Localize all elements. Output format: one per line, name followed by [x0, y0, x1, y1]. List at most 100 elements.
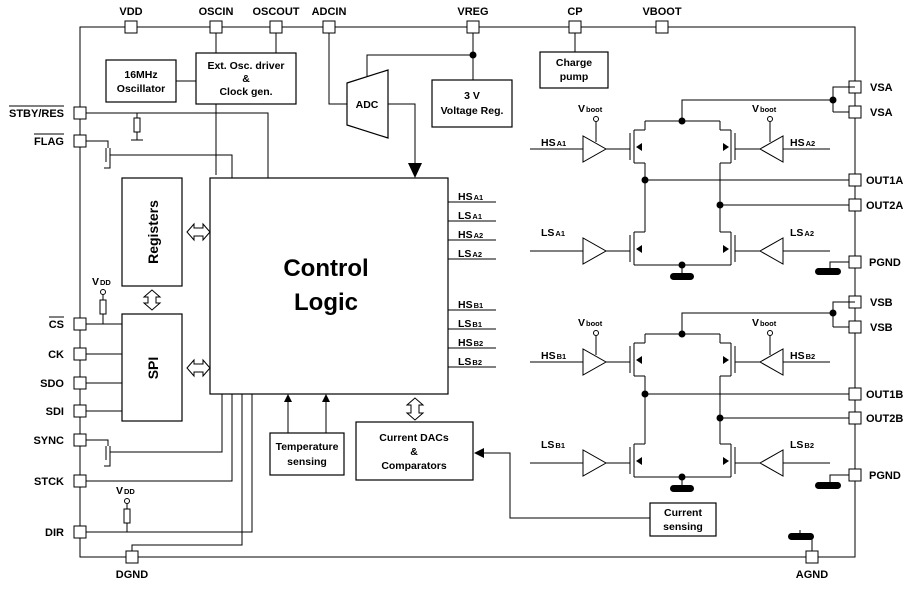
logic-out-hs-b2: HSB2: [458, 337, 483, 349]
current-dac-label-1: Current DACs: [379, 432, 449, 444]
logic-out-ls-a1: LSA1: [458, 210, 482, 222]
current-dac-block: Current DACs & Comparators: [355, 421, 474, 481]
pin-sdi: SDI: [46, 404, 87, 418]
wire-vreg-adc: [366, 54, 473, 76]
arrow-reg-spi: [142, 289, 162, 311]
pin-pad-dgnd: [125, 550, 139, 564]
vboot-label-b2: Vboot: [752, 317, 777, 329]
registers-box: [121, 177, 183, 287]
pin-pad-out1a: [848, 173, 862, 187]
adc-block: ADC: [346, 69, 389, 139]
arrow-spi-logic: [186, 358, 211, 378]
ext-osc-label-1: Ext. Osc. driver: [207, 60, 284, 72]
pin-label-oscin: OSCIN: [199, 6, 234, 18]
registers-label: Registers: [145, 200, 161, 264]
pin-oscin: OSCIN: [199, 6, 234, 34]
temperature-label-1: Temperature: [276, 441, 339, 453]
pin-label-pgnd-2: PGND: [869, 470, 901, 482]
pin-pad-vsb-2: [848, 320, 862, 334]
pin-pad-out2b: [848, 411, 862, 425]
vdd-pullup-cs: VDD: [92, 276, 111, 324]
pin-label-flag: FLAG: [34, 136, 64, 148]
pin-pad-cs: [73, 317, 87, 331]
oscillator-block: 16MHz Oscillator: [105, 59, 177, 103]
temperature-label-2: sensing: [287, 456, 327, 468]
logic-out-ls-b2: LSB2: [458, 356, 482, 368]
voltage-reg-block: 3 V Voltage Reg.: [431, 79, 513, 128]
pin-label-agnd: AGND: [796, 569, 828, 581]
spi-block: SPI: [121, 313, 183, 422]
current-dac-box: [355, 421, 474, 481]
charge-pump-label-2: pump: [560, 71, 589, 83]
pin-vboot: VBOOT: [642, 6, 682, 34]
registers-block: Registers: [121, 177, 183, 287]
pin-pad-sync: [73, 433, 87, 447]
logic-out-ls-a2: LSA2: [458, 248, 482, 260]
current-dac-label-2: &: [410, 446, 418, 458]
pin-label-stck: STCK: [34, 476, 64, 488]
bridge-a-ls2: LSA2: [790, 227, 814, 239]
arrow-logic-dac: [405, 397, 425, 421]
pin-label-out1b: OUT1B: [866, 389, 903, 401]
pin-label-pgnd-1: PGND: [869, 257, 901, 269]
pin-pad-flag: [73, 134, 87, 148]
pin-vsb-1: VSB: [848, 295, 893, 309]
pin-out2b: OUT2B: [848, 411, 903, 425]
pin-out2a: OUT2A: [848, 198, 903, 212]
temperature-box: [269, 432, 345, 476]
oscillator-box: [105, 59, 177, 103]
pin-dgnd: DGND: [116, 550, 148, 581]
bridge-a: [530, 86, 855, 280]
pin-stck: STCK: [34, 474, 87, 488]
wire-adc-logic: [388, 103, 416, 165]
adc-label: ADC: [356, 99, 379, 111]
ext-osc-box: [195, 52, 297, 105]
pin-sync: SYNC: [33, 433, 87, 447]
oscillator-label-1: 16MHz: [124, 69, 157, 81]
pin-out1b: OUT1B: [848, 387, 903, 401]
pin-label-adcin: ADCIN: [312, 6, 347, 18]
pin-label-out2a: OUT2A: [866, 200, 903, 212]
ext-osc-block: Ext. Osc. driver & Clock gen.: [195, 52, 297, 105]
logic-out-hs-a2: HSA2: [458, 229, 483, 241]
pin-stby-res: STBY/RES: [9, 105, 87, 120]
pin-label-sdo: SDO: [40, 378, 64, 390]
ext-osc-label-2: &: [242, 73, 250, 85]
arrow-temp-2: [322, 394, 330, 402]
adc-shape: [346, 69, 389, 139]
charge-pump-block: Charge pump: [539, 51, 609, 89]
logic-out-hs-b1: HSB1: [458, 299, 483, 311]
pin-pad-sdi: [73, 404, 87, 418]
spi-box: [121, 313, 183, 422]
wire-adcin: [328, 33, 347, 105]
pin-pad-vboot: [655, 20, 669, 34]
arrow-sense-dac: [474, 448, 484, 458]
pin-pad-stck: [73, 474, 87, 488]
current-sensing-box: [649, 502, 717, 537]
vboot-label-a2: Vboot: [752, 103, 777, 115]
pin-pad-adcin: [322, 20, 336, 34]
voltage-reg-label-2: Voltage Reg.: [441, 105, 504, 117]
temperature-sensing-block: Temperature sensing: [269, 432, 345, 476]
pin-agnd: AGND: [796, 550, 828, 581]
arrow-reg-logic: [186, 222, 211, 242]
bridge-b-hs1: HSB1: [541, 350, 566, 362]
bridge-b-hs2: HSB2: [790, 350, 815, 362]
voltage-reg-box: [431, 79, 513, 128]
control-logic-box: [209, 177, 449, 395]
pin-label-vsa-2: VSA: [870, 107, 893, 119]
arrow-temp-1: [284, 394, 292, 402]
pin-dir: DIR: [45, 525, 87, 539]
pin-pad-dir: [73, 525, 87, 539]
control-logic-label-1: Control: [283, 255, 368, 282]
logic-outputs: HSA1 LSA1 HSA2 LSA2 HSB1 LSB1 HSB2 LSB2: [448, 191, 496, 368]
pin-vsa-2: VSA: [848, 105, 893, 119]
vdd-label-dir: VDD: [116, 485, 135, 497]
voltage-reg-label-1: 3 V: [464, 90, 480, 102]
pin-vsb-2: VSB: [848, 320, 893, 334]
node-vreg: [469, 51, 477, 59]
agnd-ground-symbol: [788, 533, 814, 540]
pin-vreg: VREG: [457, 6, 489, 34]
pin-pad-vreg: [466, 20, 480, 34]
pin-flag: FLAG: [34, 133, 87, 148]
